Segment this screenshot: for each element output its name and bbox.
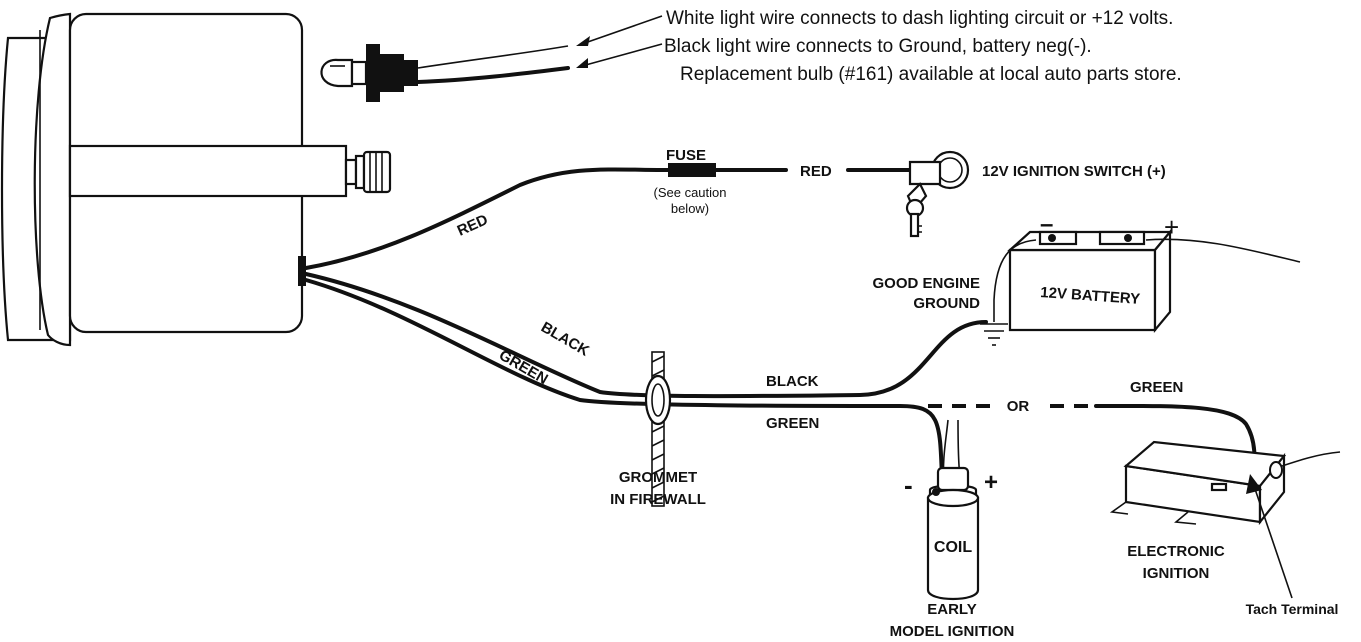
engine-ground-label-1: GOOD ENGINE bbox=[872, 275, 980, 292]
tach-terminal-label: Tach Terminal bbox=[1246, 601, 1339, 617]
black-wire-label-diag: BLACK bbox=[538, 319, 592, 360]
fuse-label: FUSE bbox=[666, 147, 706, 164]
red-wire bbox=[304, 167, 672, 270]
black-wire bbox=[304, 272, 988, 399]
white-light-wire bbox=[417, 45, 569, 69]
black-wire-label: BLACK bbox=[766, 373, 819, 390]
fuse-caution-2: below) bbox=[671, 201, 709, 216]
green-electronic-label: GREEN bbox=[1130, 379, 1183, 396]
black-wire-note: Black light wire connects to Ground, bat… bbox=[664, 36, 1092, 57]
engine-ground-label-2: GROUND bbox=[913, 295, 980, 312]
ignition-switch-icon bbox=[905, 150, 970, 238]
coil-label: COIL bbox=[934, 539, 972, 556]
red-wire-label: RED bbox=[800, 163, 832, 180]
grommet-label-1: GROMMET bbox=[619, 469, 697, 486]
battery-negative: – bbox=[1040, 211, 1053, 238]
early-ignition-label-1: EARLY bbox=[927, 601, 976, 618]
coil-positive: + bbox=[984, 469, 998, 496]
early-ignition-label-2: MODEL IGNITION bbox=[890, 623, 1015, 640]
battery-positive: + bbox=[1164, 212, 1179, 242]
electronic-ignition-icon bbox=[1109, 440, 1341, 526]
white-wire-note: White light wire connects to dash lighti… bbox=[666, 8, 1173, 29]
battery-label: 12V BATTERY bbox=[1040, 284, 1141, 308]
firewall-grommet-icon bbox=[644, 351, 672, 507]
electronic-ignition-label-1: ELECTRONIC bbox=[1127, 543, 1225, 560]
bulb-note: Replacement bulb (#161) available at loc… bbox=[680, 64, 1182, 85]
ignition-switch-label: 12V IGNITION SWITCH (+) bbox=[982, 163, 1166, 180]
coil-negative: - bbox=[904, 470, 913, 500]
battery-icon bbox=[993, 228, 1301, 334]
electronic-ignition-label-2: IGNITION bbox=[1143, 565, 1210, 582]
coil-icon bbox=[926, 419, 980, 600]
or-label: OR bbox=[1007, 398, 1030, 415]
gauge-body bbox=[0, 12, 392, 347]
green-wire-label: GREEN bbox=[766, 415, 819, 432]
fuse-caution-1: (See caution bbox=[654, 185, 727, 200]
fuse-icon bbox=[668, 163, 716, 177]
black-light-wire bbox=[416, 66, 570, 84]
grommet-label-2: IN FIREWALL bbox=[610, 491, 706, 508]
bulb-socket-icon bbox=[320, 44, 418, 102]
green-wire bbox=[304, 278, 944, 482]
